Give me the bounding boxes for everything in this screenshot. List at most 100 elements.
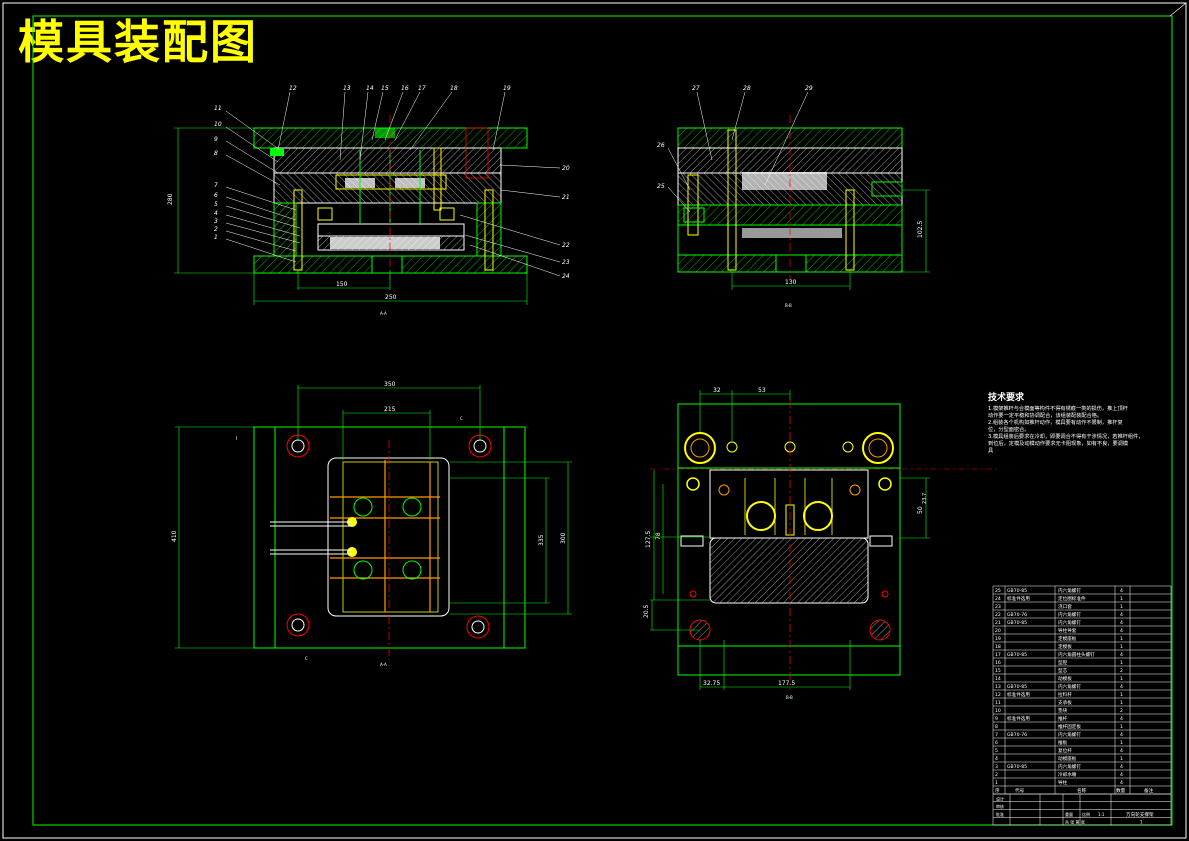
title-block-design: 设计: [996, 795, 1004, 801]
tech-req-heading: 技术要求: [988, 393, 1025, 403]
title-block-approve: 批准: [996, 811, 1004, 817]
part-row-qty: 4: [1120, 716, 1123, 722]
part-row-name: 定位圈标准件: [1058, 595, 1086, 602]
view-4-label: B-B: [786, 695, 793, 700]
callout-16: 16: [401, 85, 409, 92]
callout-10: 10: [214, 121, 222, 128]
part-row-no: 13: [995, 684, 1001, 690]
dim-v4-32: 32: [713, 387, 721, 394]
part-row-qty: 4: [1120, 588, 1123, 594]
callout-13: 13: [343, 85, 351, 92]
title-block-ratio: 比例: [1082, 811, 1090, 817]
callout-22: 22: [562, 242, 570, 249]
part-row-name: 内六角圆柱头螺钉: [1058, 651, 1095, 658]
table-header-qty: 数量: [1116, 787, 1126, 794]
part-row-qty: 1: [1120, 636, 1123, 642]
part-row-qty: 4: [1120, 652, 1123, 658]
part-row-code: GB70-85: [1007, 764, 1027, 770]
callout-27: 27: [692, 85, 700, 92]
part-row-qty: 1: [1120, 724, 1123, 730]
dim-v4-177: 177.5: [778, 680, 795, 687]
part-row-qty: 1: [1120, 596, 1123, 602]
title-block-weight: 重量: [1065, 811, 1073, 817]
callout-4: 4: [214, 210, 218, 217]
part-row-qty: 4: [1120, 612, 1123, 618]
part-row-no: 3: [995, 764, 998, 770]
view-3-plan: 350 215 410 335 300 C C I A-A: [171, 381, 572, 667]
title-block-sheets: 共 张 第 张: [1065, 819, 1085, 825]
dim-v4-32-75: 32.75: [703, 680, 720, 687]
dim-v1-250: 250: [385, 294, 397, 301]
part-row-name: 复位杆: [1058, 747, 1072, 754]
view-1-label: A-A: [380, 311, 387, 316]
part-row-name: 内六角螺钉: [1058, 763, 1081, 770]
part-row-no: 12: [995, 692, 1001, 698]
part-row-name: 内六角螺钉: [1058, 683, 1081, 690]
section-mark-c-bottom: C: [305, 656, 308, 661]
part-row-qty: 1: [1120, 740, 1123, 746]
part-row-qty: 1: [1120, 692, 1123, 698]
part-row-qty: 1: [1120, 604, 1123, 610]
part-row-no: 5: [995, 748, 998, 754]
part-row-qty: 4: [1120, 748, 1123, 754]
view-4-plan: 32 53 127.5 78 50 20.5 32.75 177.5 23.7 …: [643, 387, 1000, 700]
part-row-name: 垫块: [1058, 707, 1068, 714]
part-row-name: 推板: [1058, 739, 1068, 746]
dim-v3-215: 215: [384, 406, 396, 413]
drawing-title: 模具装配图: [18, 15, 258, 69]
part-row-name: 内六角螺钉: [1058, 587, 1081, 594]
part-row-code: GB70-85: [1007, 588, 1027, 594]
part-row-name: 内六角螺钉: [1058, 619, 1081, 626]
callout-3: 3: [214, 218, 218, 225]
title-block-sheet-no: 1: [1140, 820, 1143, 825]
part-row-qty: 1: [1120, 756, 1123, 762]
part-row-name: 内六角螺钉: [1058, 731, 1081, 738]
part-row-no: 20: [995, 628, 1001, 634]
part-row-no: 11: [995, 700, 1001, 706]
part-row-code: 标准件选用: [1007, 715, 1030, 722]
table-header-no: 序: [995, 787, 1000, 794]
callout-18: 18: [450, 85, 458, 92]
part-row-qty: 1: [1120, 676, 1123, 682]
dim-v3-410: 410: [171, 530, 178, 542]
part-row-name: 定模板: [1058, 643, 1072, 650]
callout-28: 28: [743, 85, 751, 92]
technical-requirements: 技术要求 1.模架推杆与合模面等构件不得有锈痕一类的损伤，推上顶杆 动作要一定平…: [988, 390, 1166, 455]
part-row-no: 14: [995, 676, 1001, 682]
part-row-no: 17: [995, 652, 1001, 658]
table-header-name: 名称: [1077, 787, 1087, 794]
part-row-no: 21: [995, 620, 1001, 626]
callout-8: 8: [214, 150, 218, 157]
dim-v4-78: 78: [655, 532, 662, 540]
part-row-no: 19: [995, 636, 1001, 642]
dim-v4-127: 127.5: [645, 531, 652, 548]
part-row-name: 推杆固定板: [1058, 723, 1081, 730]
part-row-code: GB70-76: [1007, 612, 1027, 618]
part-row-code: GB70-85: [1007, 652, 1027, 658]
part-row-name: 支承板: [1058, 699, 1072, 706]
part-row-name: 拉料杆: [1058, 691, 1072, 698]
part-row-qty: 4: [1120, 732, 1123, 738]
part-row-no: 2: [995, 772, 998, 778]
view-3-label: A-A: [380, 662, 387, 667]
part-row-name: 型腔: [1058, 659, 1068, 666]
callout-14: 14: [366, 85, 374, 92]
part-row-name: 定模座板: [1058, 635, 1077, 642]
part-row-name: 型芯: [1058, 667, 1068, 674]
part-row-code: 标准件选用: [1007, 691, 1030, 698]
part-row-no: 10: [995, 708, 1001, 714]
part-row-qty: 4: [1120, 684, 1123, 690]
table-header-note: 备注: [1144, 787, 1154, 794]
part-row-qty: 4: [1120, 772, 1123, 778]
table-header-code: 代号: [1015, 787, 1025, 794]
part-row-no: 8: [995, 724, 998, 730]
callout-1: 1: [214, 234, 218, 241]
dim-v4-50: 50: [917, 506, 924, 514]
callout-9: 9: [214, 136, 218, 143]
dim-v4-20: 20.5: [643, 604, 650, 618]
callout-6: 6: [214, 192, 218, 199]
callout-5: 5: [214, 201, 218, 208]
